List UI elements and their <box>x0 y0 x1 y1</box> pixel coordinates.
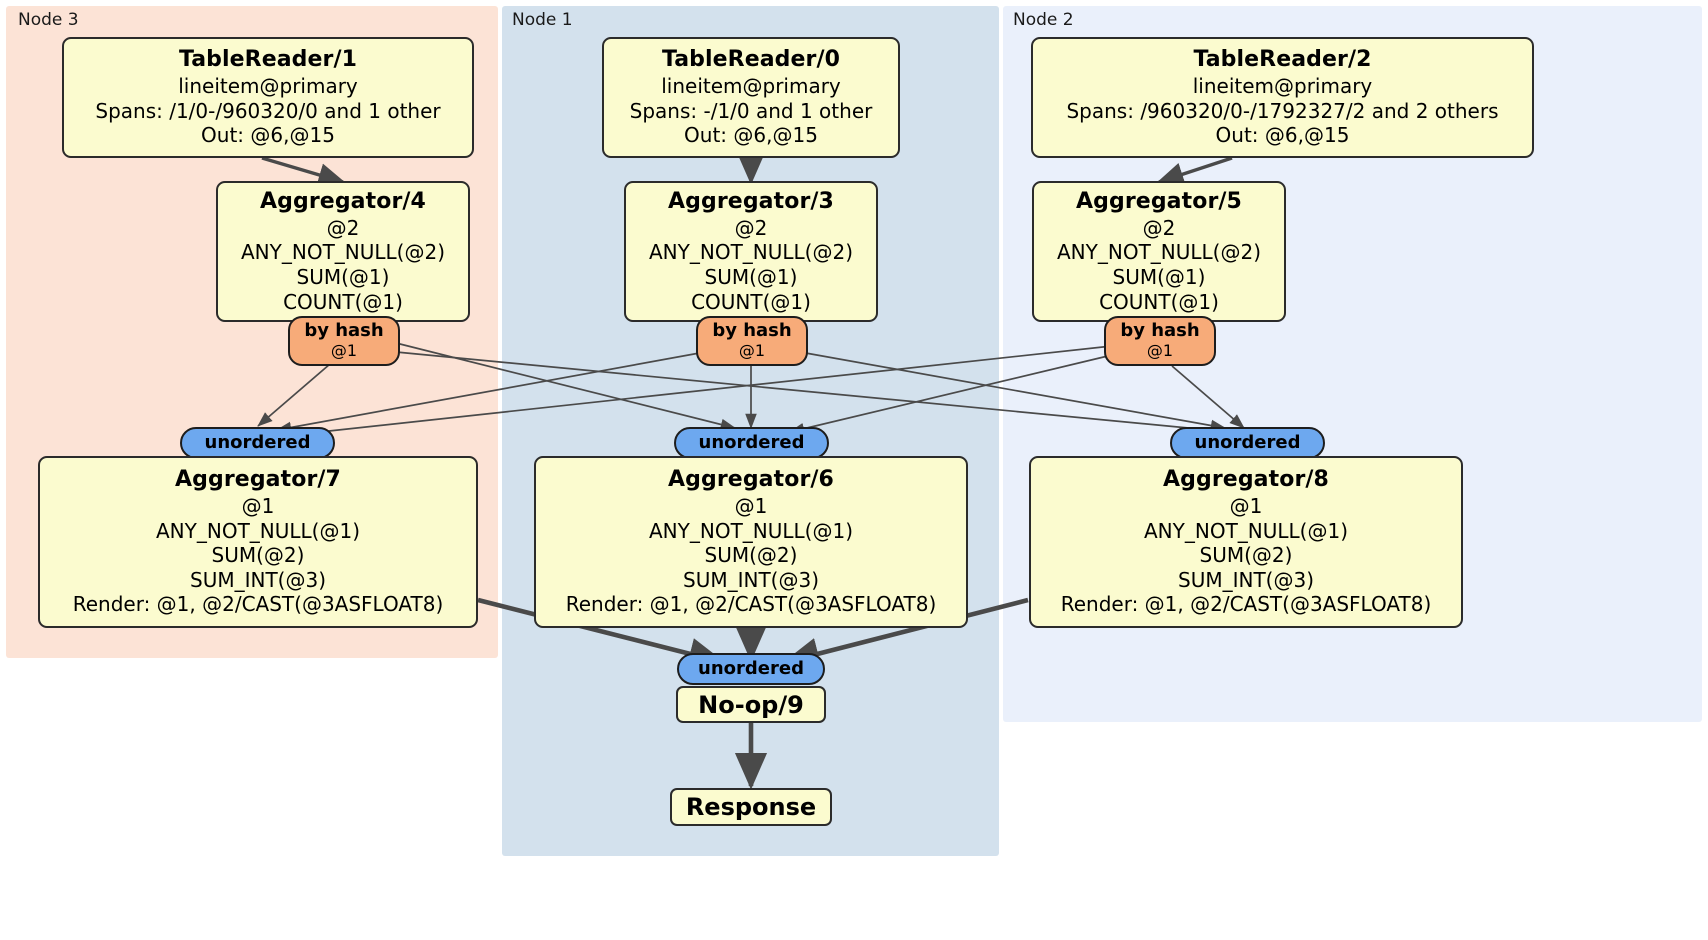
node-detail-line: ANY_NOT_NULL(@2) <box>649 240 853 265</box>
node-detail-line: COUNT(@1) <box>1099 289 1219 314</box>
node-detail-line: @1 <box>1229 493 1263 518</box>
sync-label: unordered <box>1194 431 1301 453</box>
node-detail-line: COUNT(@1) <box>283 289 403 314</box>
sync-label: unordered <box>698 657 804 679</box>
node-detail-line: SUM(@1) <box>296 264 390 289</box>
node-detail-line: lineitem@primary <box>661 74 841 99</box>
node-detail-line: @2 <box>734 215 768 240</box>
node-detail-line: ANY_NOT_NULL(@2) <box>241 240 445 265</box>
node-no-op-9[interactable]: No-op/9 <box>676 686 826 723</box>
router-label: by hash <box>712 320 792 342</box>
node-aggregator-6[interactable]: Aggregator/6 @1 ANY_NOT_NULL(@1) SUM(@2)… <box>534 456 968 628</box>
node-detail-line: SUM(@1) <box>704 264 798 289</box>
sync-label: unordered <box>698 431 805 453</box>
node-detail-line: ANY_NOT_NULL(@1) <box>156 518 360 543</box>
node-detail-line: SUM(@2) <box>1199 543 1293 568</box>
node-title: Aggregator/5 <box>1076 188 1242 214</box>
node-aggregator-4[interactable]: Aggregator/4 @2 ANY_NOT_NULL(@2) SUM(@1)… <box>216 181 470 322</box>
node-title: Aggregator/6 <box>668 467 834 493</box>
node-detail-line: Out: @6,@15 <box>201 123 335 148</box>
node-detail-line: Render: @1, @2/CAST(@3ASFLOAT8) <box>1060 592 1432 617</box>
node-response[interactable]: Response <box>670 788 832 826</box>
node-detail-line: lineitem@primary <box>1192 74 1373 99</box>
node-tablereader-2[interactable]: TableReader/2 lineitem@primary Spans: /9… <box>1031 37 1534 158</box>
sync-label: unordered <box>204 431 311 453</box>
node-tablereader-1[interactable]: TableReader/1 lineitem@primary Spans: /1… <box>62 37 474 158</box>
router-by-hash-left[interactable]: by hash @1 <box>288 316 400 366</box>
node-detail-line: Spans: -/1/0 and 1 other <box>629 98 873 123</box>
sync-unordered-right[interactable]: unordered <box>1170 427 1325 459</box>
node-title: Aggregator/7 <box>175 467 341 493</box>
node-detail-line: @2 <box>326 215 360 240</box>
panel-label-node-2: Node 2 <box>1013 10 1074 30</box>
sync-unordered-left[interactable]: unordered <box>180 427 335 459</box>
router-sublabel: @1 <box>1146 341 1174 361</box>
node-title: Response <box>685 793 817 821</box>
node-aggregator-3[interactable]: Aggregator/3 @2 ANY_NOT_NULL(@2) SUM(@1)… <box>624 181 878 322</box>
node-title: TableReader/1 <box>178 47 358 73</box>
node-detail-line: Out: @6,@15 <box>1215 123 1350 148</box>
node-detail-line: SUM(@2) <box>211 543 305 568</box>
node-detail-line: SUM_INT(@3) <box>190 567 326 592</box>
router-by-hash-right[interactable]: by hash @1 <box>1104 316 1216 366</box>
node-detail-line: SUM(@2) <box>704 543 798 568</box>
panel-label-node-1: Node 1 <box>512 10 573 30</box>
router-label: by hash <box>1120 320 1200 342</box>
node-aggregator-7[interactable]: Aggregator/7 @1 ANY_NOT_NULL(@1) SUM(@2)… <box>38 456 478 628</box>
node-title: TableReader/2 <box>1193 47 1372 73</box>
node-detail-line: Render: @1, @2/CAST(@3ASFLOAT8) <box>565 592 937 617</box>
router-sublabel: @1 <box>330 341 358 361</box>
router-sublabel: @1 <box>738 341 766 361</box>
node-detail-line: lineitem@primary <box>178 74 358 99</box>
node-title: Aggregator/4 <box>260 188 426 214</box>
node-title: Aggregator/8 <box>1163 467 1329 493</box>
node-detail-line: SUM_INT(@3) <box>1178 567 1314 592</box>
node-tablereader-0[interactable]: TableReader/0 lineitem@primary Spans: -/… <box>602 37 900 158</box>
sync-unordered-final[interactable]: unordered <box>677 653 825 685</box>
node-detail-line: SUM_INT(@3) <box>683 567 819 592</box>
node-detail-line: COUNT(@1) <box>691 289 811 314</box>
sync-unordered-mid[interactable]: unordered <box>674 427 829 459</box>
node-detail-line: Spans: /1/0-/960320/0 and 1 other <box>95 98 441 123</box>
node-detail-line: Spans: /960320/0-/1792327/2 and 2 others <box>1066 98 1499 123</box>
node-aggregator-5[interactable]: Aggregator/5 @2 ANY_NOT_NULL(@2) SUM(@1)… <box>1032 181 1286 322</box>
node-detail-line: Out: @6,@15 <box>684 123 818 148</box>
node-title: Aggregator/3 <box>668 188 834 214</box>
router-label: by hash <box>304 320 384 342</box>
panel-label-node-3: Node 3 <box>18 10 79 30</box>
node-detail-line: Render: @1, @2/CAST(@3ASFLOAT8) <box>72 592 444 617</box>
node-aggregator-8[interactable]: Aggregator/8 @1 ANY_NOT_NULL(@1) SUM(@2)… <box>1029 456 1463 628</box>
node-title: TableReader/0 <box>661 47 841 73</box>
node-detail-line: @2 <box>1142 215 1176 240</box>
node-detail-line: ANY_NOT_NULL(@1) <box>1144 518 1348 543</box>
node-detail-line: ANY_NOT_NULL(@1) <box>649 518 853 543</box>
node-detail-line: ANY_NOT_NULL(@2) <box>1057 240 1261 265</box>
node-detail-line: SUM(@1) <box>1112 264 1206 289</box>
node-detail-line: @1 <box>734 493 768 518</box>
router-by-hash-mid[interactable]: by hash @1 <box>696 316 808 366</box>
node-title: No-op/9 <box>698 690 804 719</box>
node-detail-line: @1 <box>241 493 275 518</box>
